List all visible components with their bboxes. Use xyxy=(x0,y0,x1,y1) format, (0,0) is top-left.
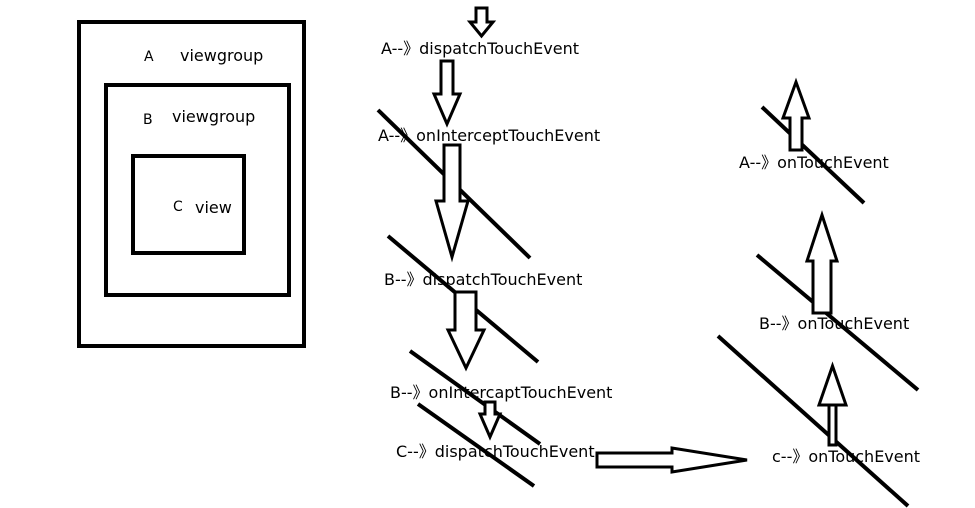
event-c-touch: c--》onTouchEvent xyxy=(772,447,920,466)
arrow-up-icon xyxy=(816,361,849,447)
box-c-label: view xyxy=(195,198,232,217)
view-c-box xyxy=(131,154,246,255)
strike-line xyxy=(755,253,920,392)
box-b-letter: B xyxy=(143,112,153,128)
event-a-intercept: A--》onInterceptTouchEvent xyxy=(378,126,600,145)
strike-line xyxy=(416,402,536,488)
arrow-down-icon xyxy=(466,6,497,39)
viewgroup-a-box xyxy=(77,20,306,348)
event-b-dispatch: B--》dispatchTouchEvent xyxy=(384,270,582,289)
event-b-intercept: B--》onIntercaptTouchEvent xyxy=(390,383,612,402)
event-c-dispatch: C--》dispatchTouchEvent xyxy=(396,442,595,461)
box-a-letter: A xyxy=(144,49,154,65)
event-b-touch: B--》onTouchEvent xyxy=(759,314,909,333)
box-b-label: viewgroup xyxy=(172,107,255,126)
box-a-label: viewgroup xyxy=(180,46,263,65)
strike-line xyxy=(760,105,866,205)
arrow-down-icon xyxy=(431,59,463,128)
arrow-down-icon xyxy=(434,143,470,263)
arrow-up-icon xyxy=(804,210,840,315)
arrow-up-icon xyxy=(780,77,812,152)
arrow-down-icon xyxy=(445,290,487,372)
event-a-touch: A--》onTouchEvent xyxy=(739,153,889,172)
strike-line xyxy=(408,349,542,446)
strike-line xyxy=(716,334,910,508)
viewgroup-b-box xyxy=(104,83,291,297)
arrow-down-icon xyxy=(477,400,503,441)
event-a-dispatch: A--》dispatchTouchEvent xyxy=(381,39,579,58)
box-c-letter: C xyxy=(173,199,183,215)
arrow-right-icon xyxy=(595,446,748,474)
